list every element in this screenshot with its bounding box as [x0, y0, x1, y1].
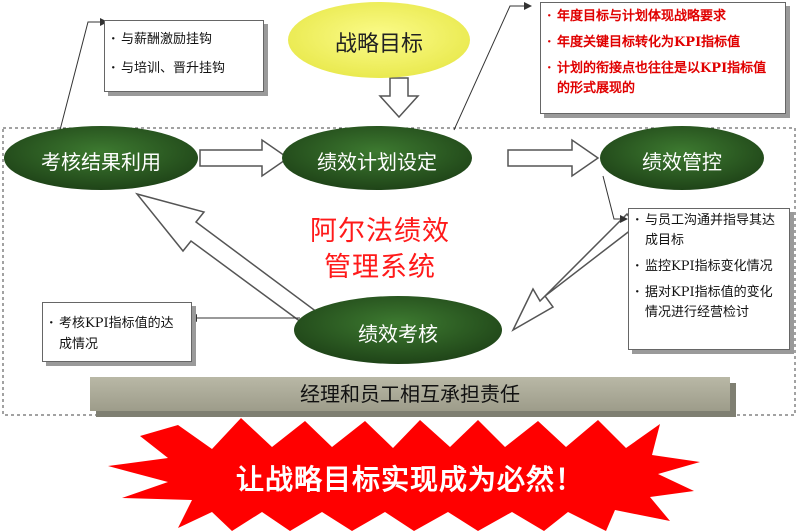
control-node-label: 绩效管控 [642, 150, 722, 174]
arrow-resultuse-to-plan [199, 138, 290, 178]
list-item: 据对KPI指标值的变化情况进行经营检讨 [635, 283, 785, 323]
resultuse-notes-box: 与薪酬激励挂钩 与培训、晋升挂钩 [104, 20, 264, 92]
list-item: 与薪酬激励挂钩 [111, 29, 257, 50]
list-item: 计划的衔接点也往往是以KPI指标值的形式展现的 [547, 59, 779, 99]
plan-notes-box: 年度目标与计划体现战略要求 年度关键目标转化为KPI指标值 计划的衔接点也往往是… [540, 2, 786, 114]
arrow-plan-to-control [507, 138, 600, 178]
list-item: 与培训、晋升挂钩 [111, 58, 257, 79]
list-item: 年度关键目标转化为KPI指标值 [547, 33, 779, 53]
strategy-goal-oval [288, 2, 470, 78]
resultuse-oval [4, 126, 198, 190]
control-oval [600, 126, 764, 190]
plan-oval [282, 126, 472, 190]
connector-plan-box [453, 5, 524, 131]
slogan-text: 让战略目标实现成为必然！ [235, 463, 584, 496]
system-title: 阿尔法绩效 管理系统 [290, 214, 470, 286]
arrow-goal-to-plan [378, 77, 420, 119]
review-oval [294, 296, 502, 364]
resultuse-node-label: 考核结果利用 [41, 150, 161, 174]
list-item: 年度目标与计划体现战略要求 [547, 7, 779, 27]
connector-control-box [602, 175, 622, 220]
plan-node-label: 绩效计划设定 [317, 150, 437, 174]
review-notes-box: 考核KPI指标值的达成情况 [42, 302, 192, 362]
list-item: 监控KPI指标变化情况 [635, 257, 785, 277]
system-title-line1: 阿尔法绩效 [310, 216, 450, 247]
review-node-label: 绩效考核 [358, 322, 438, 346]
connector-resultuse-box [59, 21, 100, 131]
list-item: 考核KPI指标值的达成情况 [49, 313, 185, 355]
system-title-line2: 管理系统 [324, 252, 436, 283]
list-item: 与员工沟通并指导其达成目标 [635, 211, 785, 251]
shared-responsibility-bar: 经理和员工相互承担责任 [90, 377, 730, 411]
slogan-starburst [108, 418, 700, 531]
strategy-goal-label: 战略目标 [334, 32, 423, 57]
arrow-control-to-review [511, 212, 638, 332]
control-notes-box: 与员工沟通并指导其达成目标 监控KPI指标变化情况 据对KPI指标值的变化情况进… [628, 208, 790, 350]
